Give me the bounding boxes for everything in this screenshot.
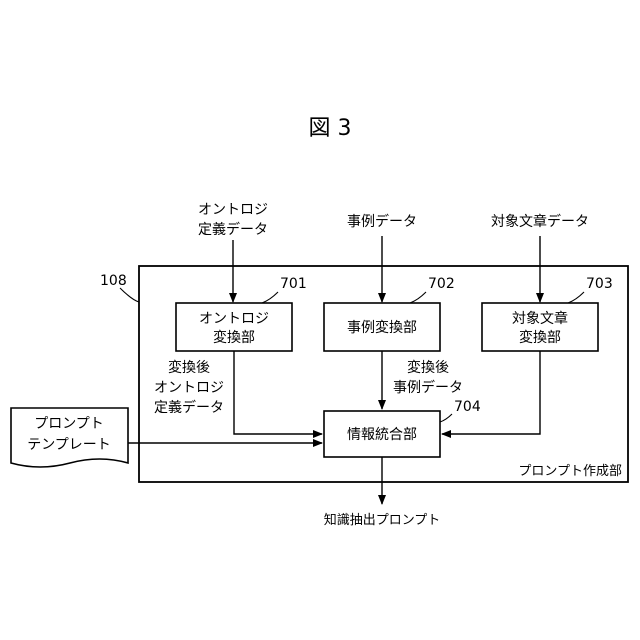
- output-label: 知識抽出プロンプト: [324, 512, 441, 528]
- ontology-converter-label-line1: オントロジ: [199, 311, 269, 327]
- frame-label: プロンプト作成部: [518, 464, 622, 479]
- frame-ref-leader: [120, 288, 139, 302]
- converted-ontology-line1: 変換後: [168, 359, 210, 376]
- prompt-template-line2: テンプレート: [27, 437, 111, 453]
- integrator-label: 情報統合部: [347, 427, 417, 443]
- case-converter-ref-leader: [410, 292, 426, 303]
- case-converter-ref: 702: [428, 276, 455, 292]
- converted-ontology-line2: オントロジ: [154, 380, 224, 396]
- target-converter-ref-leader: [568, 292, 584, 303]
- converted-case-line2: 事例データ: [393, 379, 463, 396]
- case-converter-label: 事例変換部: [347, 319, 417, 336]
- frame-ref-number: 108: [100, 273, 127, 289]
- converted-ontology-line3: 定義データ: [154, 399, 224, 416]
- input-ontology-line1: オントロジ: [198, 202, 268, 218]
- target-converter-label-line1: 対象文章: [512, 310, 568, 327]
- converted-case-line1: 変換後: [407, 359, 449, 376]
- input-ontology-line2: 定義データ: [198, 221, 268, 238]
- ontology-converter-label-line2: 変換部: [213, 329, 255, 346]
- arrow-converted-ontology: [234, 351, 322, 434]
- integrator-ref-leader: [440, 414, 452, 422]
- input-target: 対象文章データ: [491, 213, 589, 230]
- target-converter-label-line2: 変換部: [519, 329, 561, 346]
- ontology-converter-ref-leader: [262, 292, 278, 303]
- figure-title: 図 3: [309, 116, 352, 141]
- input-case: 事例データ: [347, 213, 417, 230]
- ontology-converter-ref: 701: [280, 276, 307, 292]
- integrator-ref: 704: [454, 399, 481, 415]
- prompt-template-line1: プロンプト: [34, 416, 104, 432]
- target-converter-ref: 703: [586, 276, 613, 292]
